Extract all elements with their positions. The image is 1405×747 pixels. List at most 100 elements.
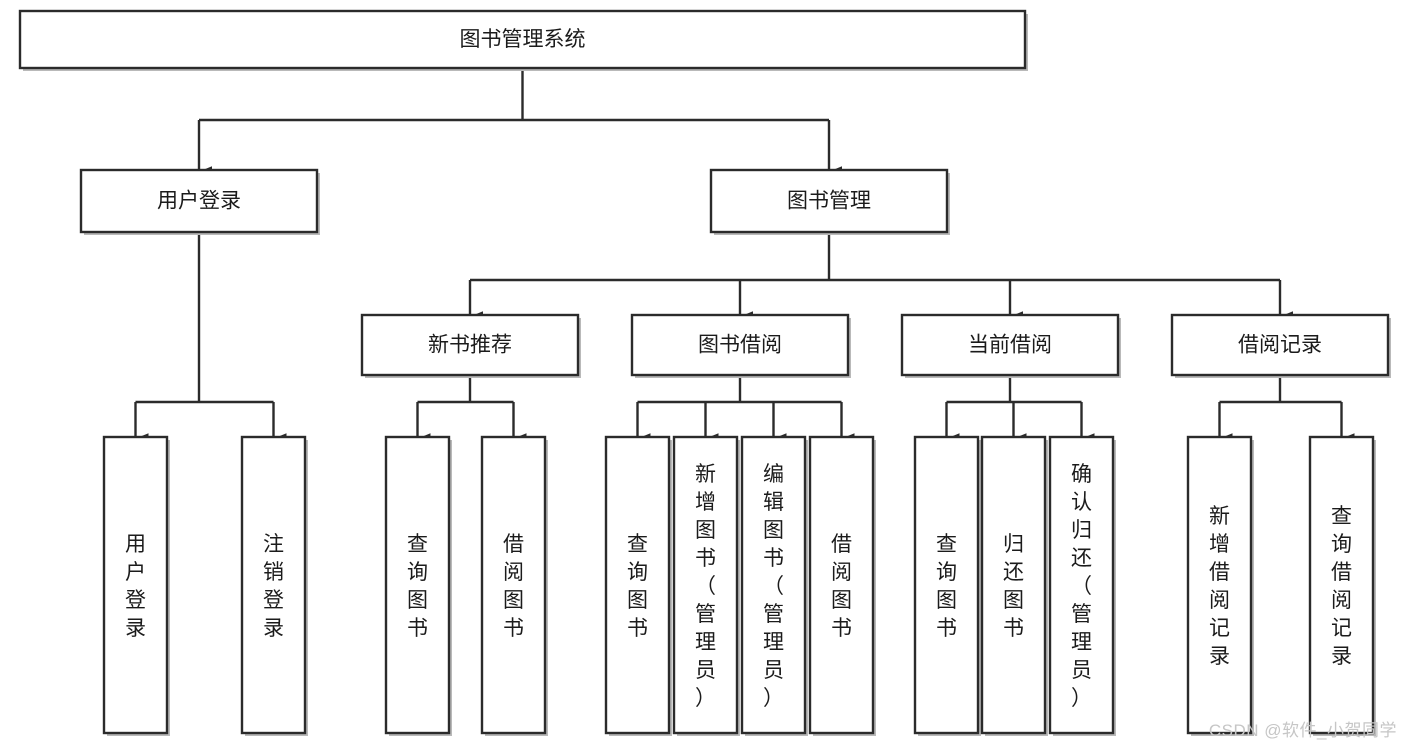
node-box <box>913 435 980 735</box>
node-label: 图书管理 <box>787 190 871 213</box>
edge-group-book-borrow <box>624 375 855 455</box>
node-box <box>480 435 547 735</box>
node-label-char: 归 <box>1003 533 1024 556</box>
node-label: 用户登录 <box>157 190 241 213</box>
node-user-login[interactable]: 用户登录 <box>79 168 320 235</box>
node-label-char: 认 <box>1071 491 1092 514</box>
node-label-char: 图 <box>627 589 648 612</box>
node-label-char: 阅 <box>1209 589 1230 612</box>
node-label-char: 记 <box>1209 617 1230 640</box>
node-label-char: 记 <box>1331 617 1352 640</box>
node-label-char: ） <box>763 687 784 710</box>
node-current-borrow[interactable]: 当前借阅 <box>900 313 1121 378</box>
node-label-char: 阅 <box>503 561 524 584</box>
watermark-label: CSDN @软件_小贺同学 <box>1208 721 1397 740</box>
edge-group-root <box>185 68 843 188</box>
node-label-char: 查 <box>627 533 648 556</box>
node-book-manage[interactable]: 图书管理 <box>709 168 950 235</box>
node-label-char: 书 <box>407 617 428 640</box>
node-label-char: 图 <box>831 589 852 612</box>
node-label-char: 辑 <box>763 491 784 514</box>
node-leaf-user-login[interactable]: 用户登录 <box>102 435 170 736</box>
node-label: 借阅记录 <box>1238 334 1322 357</box>
node-label-char: 书 <box>763 547 784 570</box>
node-label-char: 员 <box>1071 659 1092 682</box>
node-label-char: 图 <box>1003 589 1024 612</box>
node-label-char: 查 <box>407 533 428 556</box>
node-box <box>630 313 850 377</box>
node-box <box>1308 435 1375 735</box>
node-label-char: 图 <box>695 519 716 542</box>
node-label-char: 借 <box>1331 561 1352 584</box>
node-label-char: 录 <box>1209 645 1230 668</box>
node-label: 当前借阅 <box>968 334 1052 357</box>
node-label-char: 书 <box>695 547 716 570</box>
node-label-char: 书 <box>936 617 957 640</box>
node-box <box>709 168 949 234</box>
node-box <box>102 435 169 735</box>
node-label-char: 书 <box>831 617 852 640</box>
edge-group-user-login <box>122 232 287 455</box>
node-label-char: 增 <box>695 491 716 514</box>
node-label: 图书借阅 <box>698 334 782 357</box>
node-label-char: 录 <box>263 617 284 640</box>
node-label-char: 借 <box>1209 561 1230 584</box>
node-label-char: 图 <box>763 519 784 542</box>
node-label-char: 增 <box>1209 533 1230 556</box>
node-label-char: （ <box>1071 575 1092 598</box>
node-new-book-rec[interactable]: 新书推荐 <box>360 313 581 378</box>
node-box <box>384 435 451 735</box>
node-borrow-record[interactable]: 借阅记录 <box>1170 313 1391 378</box>
node-box <box>604 435 671 735</box>
node-label-char: 管 <box>763 603 784 626</box>
node-label-char: 新 <box>695 463 716 486</box>
node-label: 新书推荐 <box>428 334 512 357</box>
node-label-char: 阅 <box>1331 589 1352 612</box>
node-label-char: 图 <box>936 589 957 612</box>
node-label-char: 还 <box>1003 561 1024 584</box>
node-root[interactable]: 图书管理系统 <box>18 9 1028 71</box>
node-label-char: （ <box>695 575 716 598</box>
node-box <box>18 9 1027 70</box>
node-box <box>1186 435 1253 735</box>
node-label-char: 询 <box>627 561 648 584</box>
node-label-char: 还 <box>1071 547 1092 570</box>
node-label-char: 询 <box>936 561 957 584</box>
node-book-borrow[interactable]: 图书借阅 <box>630 313 851 378</box>
edges-layer <box>122 68 1355 455</box>
node-box <box>740 435 807 735</box>
node-label-char: 录 <box>1331 645 1352 668</box>
node-label-char: 图 <box>407 589 428 612</box>
node-label-char: 登 <box>263 589 284 612</box>
node-label-char: ） <box>695 687 716 710</box>
node-box <box>980 435 1047 735</box>
node-label-char: 新 <box>1209 505 1230 528</box>
node-box <box>360 313 580 377</box>
node-label-char: 员 <box>695 659 716 682</box>
edge-group-current-borrow <box>933 375 1095 455</box>
node-label-char: 确 <box>1071 463 1092 486</box>
node-label-char: 理 <box>1071 631 1092 654</box>
node-label-char: 用 <box>125 533 146 556</box>
edge-group-borrow-record <box>1206 375 1355 455</box>
node-label-char: 编 <box>763 463 784 486</box>
node-label-char: 书 <box>1003 617 1024 640</box>
node-label-char: 阅 <box>831 561 852 584</box>
node-box <box>1048 435 1115 735</box>
node-label-char: 员 <box>763 659 784 682</box>
node-box <box>1170 313 1390 377</box>
